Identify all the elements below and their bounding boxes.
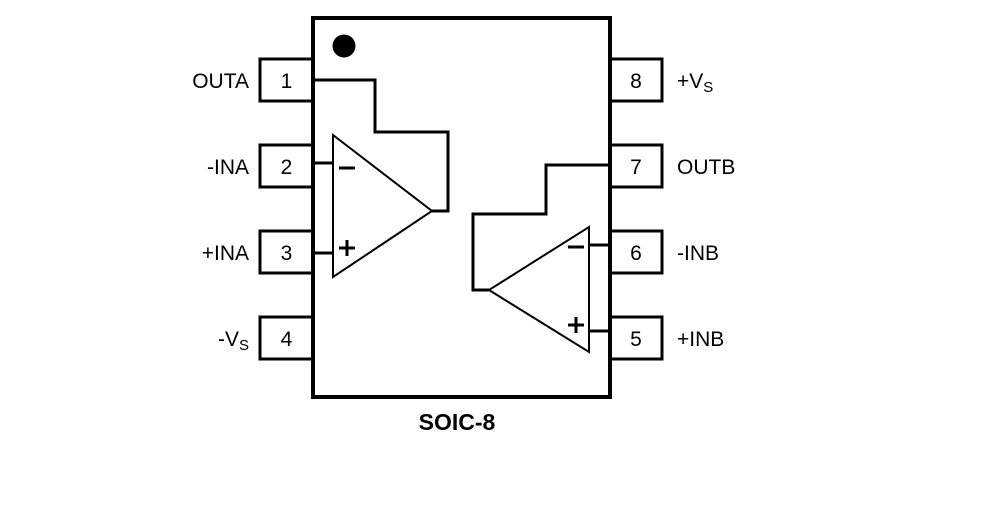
pin-8: 8 +VS bbox=[608, 57, 713, 103]
pin-8-label-sub: S bbox=[703, 79, 713, 96]
pin-3-label: +INA bbox=[202, 242, 249, 265]
pin-6-label: -INB bbox=[677, 242, 719, 265]
pin-1-label: OUTA bbox=[192, 70, 249, 93]
pin-1: 1 OUTA bbox=[192, 57, 315, 103]
pin-5: 5 +INB bbox=[608, 315, 724, 361]
op-amp-b-plus-sign bbox=[568, 317, 584, 333]
pin-4-number: 4 bbox=[281, 328, 293, 351]
pin-2-box bbox=[258, 143, 315, 189]
pin-1-number: 1 bbox=[281, 70, 293, 93]
op-amp-a-feedback-wire bbox=[315, 78, 450, 213]
pin-8-label: +VS bbox=[677, 70, 713, 96]
pin-3-number: 3 bbox=[281, 242, 293, 265]
pin-4-label: -VS bbox=[218, 328, 249, 354]
op-amp-a-plus-sign bbox=[339, 240, 355, 256]
op-amp-a-triangle bbox=[332, 132, 434, 279]
pin-7: 7 OUTB bbox=[608, 143, 735, 189]
pin-7-label: OUTB bbox=[677, 156, 735, 179]
pin-8-label-main: +V bbox=[677, 70, 703, 93]
op-amp-a bbox=[315, 78, 450, 279]
op-amp-b-triangle bbox=[487, 225, 590, 354]
pin1-indicator-dot bbox=[332, 34, 356, 58]
pin-2-number: 2 bbox=[281, 156, 293, 179]
pin-4-label-sub: S bbox=[239, 337, 249, 354]
pin-3-box bbox=[258, 229, 315, 275]
op-amp-b-feedback-wire bbox=[471, 163, 608, 292]
pin-6-number: 6 bbox=[630, 242, 642, 265]
pin-4: 4 -VS bbox=[218, 315, 315, 361]
pin-3: 3 +INA bbox=[202, 229, 315, 275]
pin-2-label: -INA bbox=[207, 156, 249, 179]
pin-7-number: 7 bbox=[630, 156, 642, 179]
pin-1-box bbox=[258, 57, 315, 103]
pin-4-label-main: -V bbox=[218, 328, 239, 351]
op-amp-b bbox=[471, 163, 608, 354]
pin-5-number: 5 bbox=[630, 328, 642, 351]
pin-8-box bbox=[608, 57, 664, 103]
package-label: SOIC-8 bbox=[419, 409, 496, 435]
pin-6-box bbox=[608, 229, 664, 275]
pin-5-label: +INB bbox=[677, 328, 724, 351]
pin-2: 2 -INA bbox=[207, 143, 315, 189]
pin-6: 6 -INB bbox=[608, 229, 719, 275]
pin-8-number: 8 bbox=[630, 70, 642, 93]
